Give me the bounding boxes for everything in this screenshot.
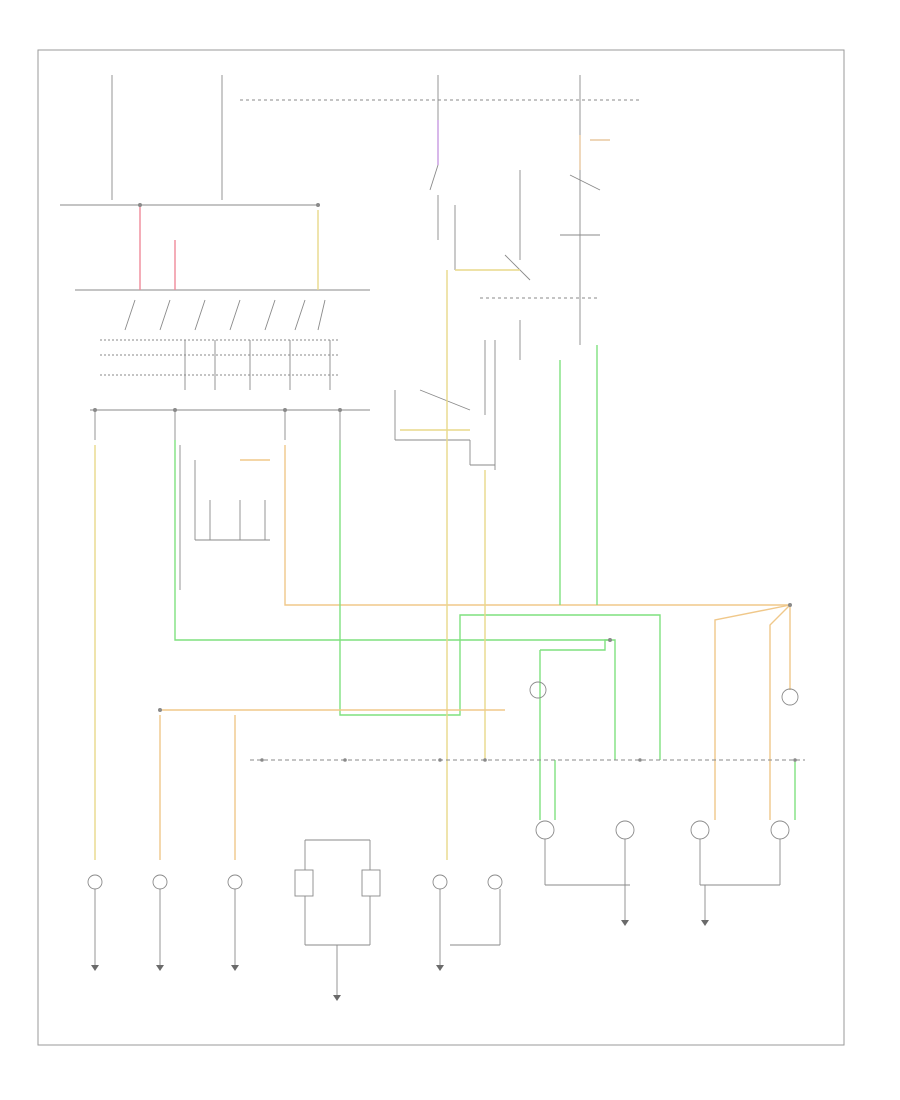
front-lamps <box>529 681 799 910</box>
ground-symbol-left-stop <box>231 965 239 971</box>
ground-symbol-left-rear <box>91 965 99 971</box>
ground-symbol-license <box>156 965 164 971</box>
grounds <box>91 920 709 1001</box>
column-switch-assembly <box>60 204 370 440</box>
connector-dots <box>93 203 792 712</box>
orange-wire-rf <box>714 604 791 820</box>
ground-symbol-right-front <box>701 920 709 926</box>
diagram-frame <box>37 49 845 1046</box>
ground-symbol-left-front <box>621 920 629 926</box>
green-wire-right-front <box>540 639 616 760</box>
orange-wire-rf2 <box>769 604 791 820</box>
ground-symbol-right-rear <box>436 965 444 971</box>
light-switch <box>394 320 521 470</box>
green-wire-left <box>174 440 610 641</box>
junction-dots <box>260 758 797 762</box>
turn-flasher <box>504 170 531 281</box>
fuse-feeds <box>111 75 640 200</box>
ground-symbol-chmsl <box>333 995 341 1001</box>
rear-lamps <box>87 839 503 985</box>
dimmer-feed <box>179 445 270 590</box>
hazard-flasher <box>480 170 601 345</box>
ground-drops <box>94 910 706 995</box>
brake-switch <box>429 164 456 270</box>
green-wire-mid <box>339 440 661 760</box>
orange-wire-main <box>284 445 790 606</box>
